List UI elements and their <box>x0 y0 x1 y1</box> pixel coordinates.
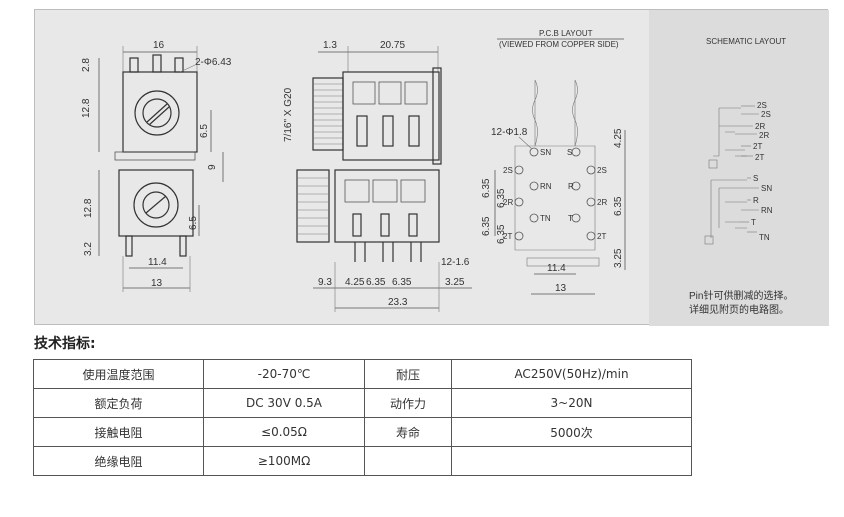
dim-front-offset: 9 <box>207 164 218 170</box>
schematic-pin-2s-a: 2S <box>757 101 767 110</box>
spec-value: -20-70℃ <box>203 359 365 389</box>
pcb-dim-6: 6.35 <box>613 196 624 216</box>
pcb-dim-4: 6.35 <box>496 224 507 244</box>
pcb-title: P.C.B LAYOUT <box>539 29 593 38</box>
schematic-note-2: 详细见附页的电路图。 <box>689 303 789 316</box>
pcb-pin-sn: SN <box>540 148 551 157</box>
dim-bottom-height: 12.8 <box>83 198 94 218</box>
dim-side-2: 20.75 <box>380 40 405 51</box>
pcb-pin-t: T <box>568 214 573 223</box>
dim-front-pin-height: 2.8 <box>81 58 92 72</box>
schematic-pin-tn: TN <box>759 233 770 242</box>
spec-label: 接触电阻 <box>33 417 204 447</box>
dim-front-width: 16 <box>153 40 165 51</box>
spec-heading: 技术指标: <box>34 336 96 352</box>
dim-side-thread: 7/16" X G20 <box>283 87 294 142</box>
spec-value: 5000次 <box>451 417 692 447</box>
schematic-pin-s: S <box>753 174 758 183</box>
schematic-pin-2t-a: 2T <box>753 142 762 151</box>
schematic-pin-2r-a: 2R <box>755 122 765 131</box>
schematic-panel <box>649 10 829 326</box>
pcb-pin-s: S <box>567 148 572 157</box>
pcb-dim-8: 11.4 <box>547 263 566 274</box>
spec-label: 耐压 <box>364 359 452 389</box>
spec-table: 使用温度范围 -20-70℃ 耐压 AC250V(50Hz)/min 额定负荷 … <box>33 359 692 476</box>
dim-side-total: 23.3 <box>388 297 408 308</box>
spec-value: 3~20N <box>451 388 692 418</box>
dim-side-1: 1.3 <box>323 40 337 51</box>
pcb-dim-3: 6.35 <box>481 216 492 236</box>
schematic-pin-rn: RN <box>761 206 773 215</box>
dim-bottom-width: 13 <box>151 278 163 289</box>
spec-label: 动作力 <box>364 388 452 418</box>
pcb-pin-2t-left: 2T <box>503 232 512 241</box>
schematic-pin-2s-b: 2S <box>761 110 771 119</box>
pcb-pin-2r-left: 2R <box>503 198 513 207</box>
spec-label: 额定负荷 <box>33 388 204 418</box>
spec-value: ≤0.05Ω <box>203 417 365 447</box>
table-row: 接触电阻 ≤0.05Ω 寿命 5000次 <box>33 417 692 447</box>
table-row: 额定负荷 DC 30V 0.5A 动作力 3~20N <box>33 388 692 418</box>
pcb-dim-9: 13 <box>555 283 567 294</box>
spec-value <box>451 446 692 476</box>
spec-label: 绝缘电阻 <box>33 446 204 476</box>
pcb-layout: P.C.B LAYOUT (VIEWED FROM COPPER SIDE) S… <box>481 29 626 295</box>
dim-bottom-pin: 3.2 <box>83 242 94 256</box>
bottom-view: 12.8 6.5 3.2 11.4 13 <box>83 169 200 292</box>
dim-side-a: 9.3 <box>318 277 332 288</box>
schematic-layout: SCHEMATIC LAYOUT 2S 2S 2R 2R 2T 2T S SN … <box>689 37 793 316</box>
schematic-note-1: Pin针可供删减的选择。 <box>689 289 793 302</box>
dim-side-e: 3.25 <box>445 277 465 288</box>
schematic-pin-t: T <box>751 218 756 227</box>
pcb-pin-tn: TN <box>540 214 551 223</box>
pcb-pin-2r-right: 2R <box>597 198 607 207</box>
technical-drawing: 16 2.8 12.8 2-Φ6.43 6.5 9 12.8 6.5 3.2 <box>34 9 829 326</box>
pcb-pin-2s-right: 2S <box>597 166 607 175</box>
dim-bottom-pin-span: 11.4 <box>148 257 167 268</box>
schematic-pin-r: R <box>753 196 759 205</box>
pcb-dim-holes: 12-Φ1.8 <box>491 127 528 138</box>
dim-side-d: 6.35 <box>392 277 412 288</box>
pcb-pin-rn: RN <box>540 182 552 191</box>
spec-value: AC250V(50Hz)/min <box>451 359 692 389</box>
pcb-pin-2t-right: 2T <box>597 232 606 241</box>
pcb-dim-7: 3.25 <box>613 248 624 268</box>
spec-value: DC 30V 0.5A <box>203 388 365 418</box>
dim-side-c: 6.35 <box>366 277 386 288</box>
dim-bottom-mid: 6.5 <box>188 216 199 230</box>
table-row: 绝缘电阻 ≥100MΩ <box>33 446 692 476</box>
spec-value: ≥100MΩ <box>203 446 365 476</box>
pcb-dim-2: 6.35 <box>496 188 507 208</box>
pcb-pin-2s-left: 2S <box>503 166 513 175</box>
spec-label: 寿命 <box>364 417 452 447</box>
pcb-dim-1: 6.35 <box>481 178 492 198</box>
pcb-pin-r: R <box>568 182 574 191</box>
pcb-dim-5: 4.25 <box>613 128 624 148</box>
pcb-subtitle: (VIEWED FROM COPPER SIDE) <box>499 40 619 49</box>
dim-side-b: 4.25 <box>345 277 365 288</box>
spec-label: 使用温度范围 <box>33 359 204 389</box>
dim-front-mid: 6.5 <box>199 124 210 138</box>
front-view: 16 2.8 12.8 2-Φ6.43 6.5 9 <box>81 40 232 182</box>
table-row: 使用温度范围 -20-70℃ 耐压 AC250V(50Hz)/min <box>33 359 692 389</box>
schematic-pin-2r-b: 2R <box>759 131 769 140</box>
side-view: 1.3 20.75 7/16" X G20 <box>283 40 472 312</box>
dim-front-hole: 2-Φ6.43 <box>195 57 232 68</box>
schematic-pin-2t-b: 2T <box>755 153 764 162</box>
spec-label <box>364 446 452 476</box>
dim-front-height: 12.8 <box>81 98 92 118</box>
dim-side-pins: 12-1.6 <box>441 257 470 268</box>
schematic-title: SCHEMATIC LAYOUT <box>706 37 786 46</box>
drawing-svg: 16 2.8 12.8 2-Φ6.43 6.5 9 12.8 6.5 3.2 <box>81 10 829 326</box>
schematic-pin-sn: SN <box>761 184 772 193</box>
